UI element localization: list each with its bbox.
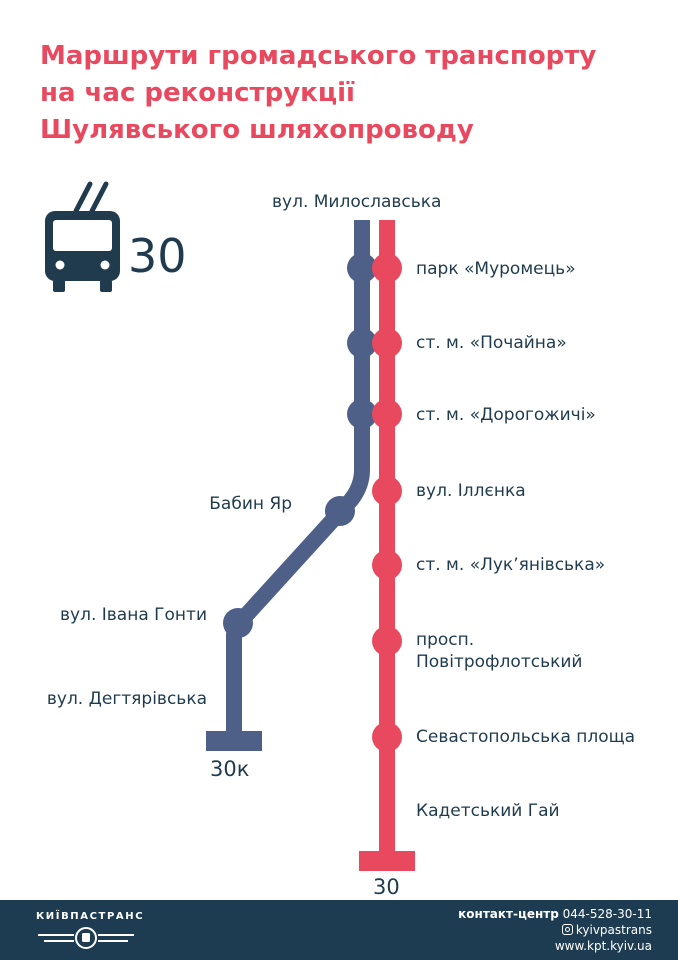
kyivpastrans-logo-icon: [38, 927, 134, 949]
route-30k-stops: [223, 496, 355, 638]
stop-povitroflotskyi: просп. Повітрофлотський: [416, 630, 583, 672]
stop-kadetskyi-hai: Кадетський Гай: [416, 801, 560, 821]
route-number: 30: [128, 229, 187, 283]
stop-sevastopolska: Севастопольська площа: [416, 727, 636, 747]
contact-block: контакт-центр 044-528-30-11 kyivpastrans…: [458, 906, 652, 954]
route-diagram: [45, 181, 415, 871]
stop-babyn-yar: Бабин Яр: [209, 494, 292, 514]
stop-pochaina: ст. м. «Почайна»: [416, 333, 567, 353]
stop-lukianivska: ст. м. «Лук’янівська»: [416, 555, 606, 575]
footer: КИЇВПАСТРАНС контакт-центр 044-528-30-11…: [0, 900, 678, 960]
brand-name: КИЇВПАСТРАНС: [36, 911, 145, 922]
title-line-3: Шулявського шляхопроводу: [40, 115, 474, 145]
title-line-2: на час реконструкції: [40, 78, 355, 108]
route-30-stops: [372, 476, 402, 752]
stop-dehtiarivska: вул. Дегтярівська: [46, 689, 207, 709]
instagram-handle[interactable]: kyivpastrans: [575, 923, 652, 937]
page-title: Маршрути громадського транспорту на час …: [40, 38, 660, 149]
contact-phone[interactable]: 044-528-30-11: [562, 907, 652, 921]
stop-park-muromets: парк «Муромець»: [416, 259, 576, 279]
title-line-1: Маршрути громадського транспорту: [40, 41, 597, 71]
instagram-icon: [561, 924, 573, 935]
route-30k-line: [206, 220, 370, 751]
trolleybus-icon: [45, 181, 120, 292]
stop-ivana-honty: вул. Івана Гонти: [60, 605, 207, 625]
shared-stops: [347, 253, 402, 429]
route-30k-number: 30к: [210, 757, 250, 781]
route-30-number: 30: [373, 875, 400, 899]
stop-start: вул. Милославська: [272, 192, 442, 212]
website-link[interactable]: www.kpt.kyiv.ua: [554, 939, 652, 953]
stop-dorohozhychi: ст. м. «Дорогожичі»: [416, 405, 596, 425]
contact-label: контакт-центр: [458, 907, 559, 921]
stop-illienka: вул. Іллєнка: [416, 481, 526, 501]
